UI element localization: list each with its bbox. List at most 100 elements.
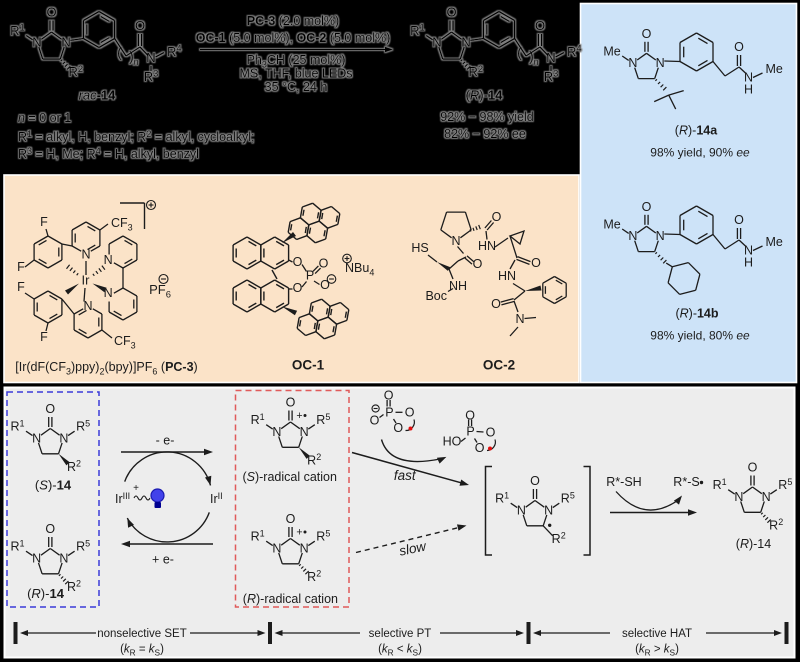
svg-text:N: N (32, 551, 41, 565)
svg-text:PC-3 (2.0 mol%): PC-3 (2.0 mol%) (247, 14, 339, 28)
svg-text:Ph3CH (25 mol%): Ph3CH (25 mol%) (247, 53, 346, 70)
svg-text:+: + (296, 410, 302, 422)
svg-text:R1: R1 (251, 529, 265, 544)
svg-text:+: + (296, 527, 302, 539)
svg-text:P: P (385, 406, 393, 420)
svg-text:O: O (475, 441, 485, 455)
svg-text:R4: R4 (567, 43, 582, 59)
svg-text:nonselective SET: nonselective SET (97, 628, 187, 640)
svg-text:R1: R1 (251, 412, 265, 427)
svg-text:R3 = H, Me; R4 = H, alkyl, ben: R3 = H, Me; R4 = H, alkyl, benzyl (18, 146, 199, 161)
svg-text:O: O (45, 402, 55, 416)
svg-text:IrII: IrII (210, 491, 223, 506)
svg-text:[Ir(dF(CF3)ppy)2(bpy)]PF6 (PC: [Ir(dF(CF3)ppy)2(bpy)]PF6 (PC-3) (15, 360, 197, 377)
svg-text:O: O (492, 210, 502, 224)
svg-text:N: N (300, 425, 309, 439)
svg-text:N: N (656, 56, 665, 70)
svg-text:F: F (40, 215, 48, 229)
svg-text:N: N (628, 56, 637, 70)
svg-text:N: N (61, 35, 70, 50)
svg-text:O: O (405, 406, 415, 420)
svg-text:O: O (319, 257, 329, 271)
svg-text:PF6: PF6 (149, 282, 171, 300)
svg-text:R1: R1 (495, 491, 509, 506)
svg-text:N: N (628, 229, 637, 243)
svg-text:98% yield, 90% ee: 98% yield, 90% ee (650, 146, 750, 160)
svg-text:O: O (535, 18, 545, 33)
svg-text:O: O (486, 426, 496, 440)
svg-text:R2: R2 (67, 459, 81, 474)
svg-text:+: + (133, 483, 139, 494)
svg-text:O: O (642, 27, 652, 41)
svg-text:N: N (656, 229, 665, 243)
svg-text:fast: fast (394, 468, 417, 483)
svg-text:F: F (40, 330, 48, 344)
svg-text:slow: slow (398, 538, 429, 559)
svg-text:n: n (133, 57, 138, 68)
svg-text:N: N (515, 312, 524, 326)
svg-text:CF3: CF3 (114, 334, 136, 351)
svg-text:R*-S: R*-S (673, 475, 699, 489)
svg-text:R5: R5 (316, 412, 330, 427)
svg-text:N: N (81, 248, 90, 262)
svg-text:OC-1 (5.0 mol%), OC-2 (5.0 mol: OC-1 (5.0 mol%), OC-2 (5.0 mol%) (196, 31, 391, 45)
svg-text:rac-14: rac-14 (79, 88, 117, 103)
svg-text:N: N (83, 299, 92, 313)
svg-text:R3: R3 (144, 68, 159, 84)
svg-text:N: N (744, 244, 753, 258)
svg-text:N: N (32, 35, 41, 50)
svg-text:R1: R1 (10, 539, 24, 554)
svg-text:N: N (59, 551, 68, 565)
svg-text:N: N (432, 35, 441, 50)
svg-text:N: N (146, 50, 155, 65)
svg-text:98% yield, 80% ee: 98% yield, 80% ee (650, 329, 750, 343)
svg-text:H: H (744, 83, 753, 97)
svg-text:(kR > kS): (kR > kS) (635, 644, 679, 658)
svg-text:O: O (293, 255, 303, 269)
svg-text:NBu4: NBu4 (345, 261, 374, 278)
svg-text:+ e-: + e- (152, 553, 174, 567)
svg-text:O: O (530, 474, 540, 488)
svg-text:O: O (642, 200, 652, 214)
svg-text:O: O (45, 522, 55, 536)
svg-text:(: ( (117, 44, 122, 60)
svg-text:(kR < kS): (kR < kS) (378, 644, 422, 658)
svg-text:R1: R1 (10, 419, 24, 434)
svg-text:N: N (104, 286, 113, 300)
svg-text:Me: Me (766, 62, 783, 76)
svg-text:R2: R2 (67, 579, 81, 594)
svg-text:R2: R2 (468, 63, 483, 79)
svg-text:P: P (306, 269, 314, 283)
svg-text:R2: R2 (307, 452, 321, 467)
svg-text:H: H (744, 256, 753, 270)
svg-text:P: P (466, 425, 474, 439)
svg-text:(R)-14: (R)-14 (27, 586, 65, 601)
svg-text:- e-: - e- (156, 434, 175, 448)
svg-text:CF3: CF3 (111, 216, 133, 233)
svg-text:OC-2: OC-2 (483, 358, 515, 373)
svg-text:N: N (59, 431, 68, 445)
svg-text:(R)-14b: (R)-14b (675, 307, 718, 321)
svg-text:N: N (734, 490, 743, 504)
svg-text:): ) (529, 48, 534, 64)
svg-text:O: O (531, 256, 541, 270)
svg-text:O: O (465, 409, 475, 423)
svg-text:(kR = kS): (kR = kS) (120, 644, 164, 658)
svg-text:R*-SH: R*-SH (606, 475, 641, 489)
svg-text:(R)-14: (R)-14 (736, 537, 771, 551)
svg-text:Boc: Boc (425, 289, 447, 303)
svg-text:selective HAT: selective HAT (622, 628, 692, 640)
svg-text:O: O (734, 213, 744, 227)
svg-text:R2: R2 (552, 531, 566, 546)
svg-text:OC-1: OC-1 (292, 358, 325, 373)
svg-text:R1: R1 (10, 22, 25, 38)
svg-text:O: O (320, 278, 330, 292)
svg-text:selective PT: selective PT (369, 628, 432, 640)
svg-text:R1: R1 (410, 22, 425, 38)
svg-text:IrIII: IrIII (115, 491, 130, 506)
svg-text:HS: HS (411, 241, 428, 255)
svg-text:O: O (473, 257, 483, 271)
svg-text:(S)-14: (S)-14 (35, 478, 72, 493)
svg-text:R5: R5 (76, 539, 90, 554)
svg-text:N: N (461, 35, 470, 50)
